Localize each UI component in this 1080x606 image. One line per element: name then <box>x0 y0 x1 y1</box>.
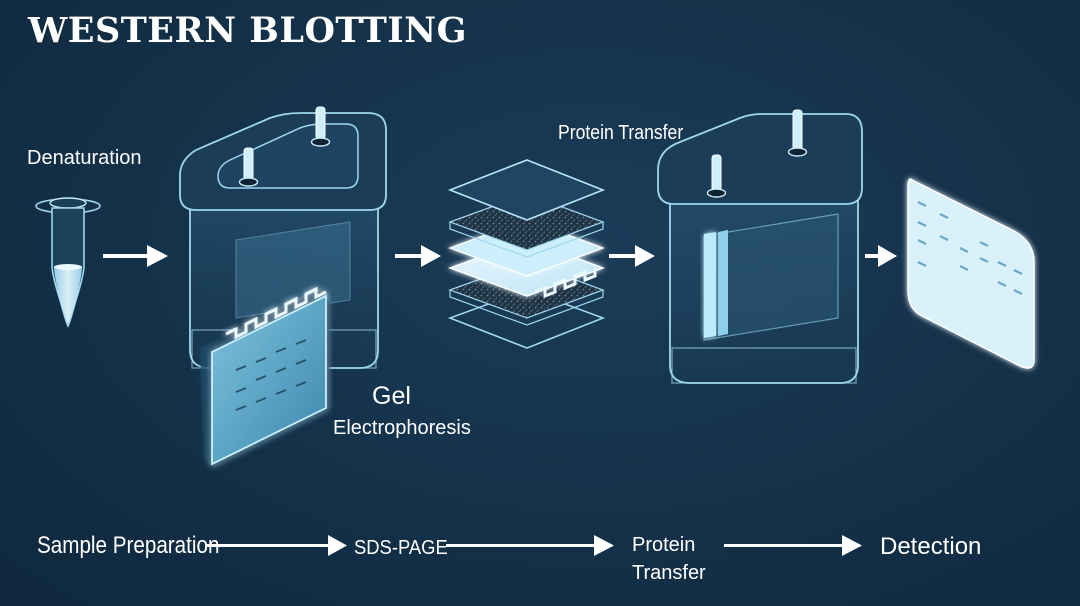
transfer-tank-icon <box>657 109 863 384</box>
label-denaturation: Denaturation <box>27 147 142 169</box>
flow-step-sample-preparation: Sample Preparation <box>37 532 220 559</box>
flow-step-sds-page: SDS-PAGE <box>354 537 448 559</box>
flow-arrow-icon <box>724 535 862 556</box>
label-protein-transfer: Protein Transfer <box>558 122 684 144</box>
sample-tube-icon <box>35 197 101 328</box>
flow-arrow-icon <box>446 535 614 556</box>
gel-slab-icon <box>200 286 330 468</box>
arrow-icon <box>395 245 441 267</box>
label-electrophoresis: Electrophoresis <box>333 417 471 439</box>
arrow-icon <box>103 245 168 267</box>
label-gel: Gel <box>372 382 411 410</box>
flow-step-protein-line1: Protein <box>632 534 696 556</box>
flow-step-detection: Detection <box>880 533 982 560</box>
membrane-result-icon <box>907 178 1035 369</box>
flow-step-protein-line2: Transfer <box>632 562 706 584</box>
flow-arrow-icon <box>205 535 347 556</box>
transfer-sandwich-icon <box>447 159 606 349</box>
arrow-icon <box>865 245 897 267</box>
page-title: WESTERN BLOTTING <box>28 10 468 51</box>
flow-step-protein-transfer: Protein Transfer <box>632 531 722 587</box>
arrow-icon <box>609 245 655 267</box>
